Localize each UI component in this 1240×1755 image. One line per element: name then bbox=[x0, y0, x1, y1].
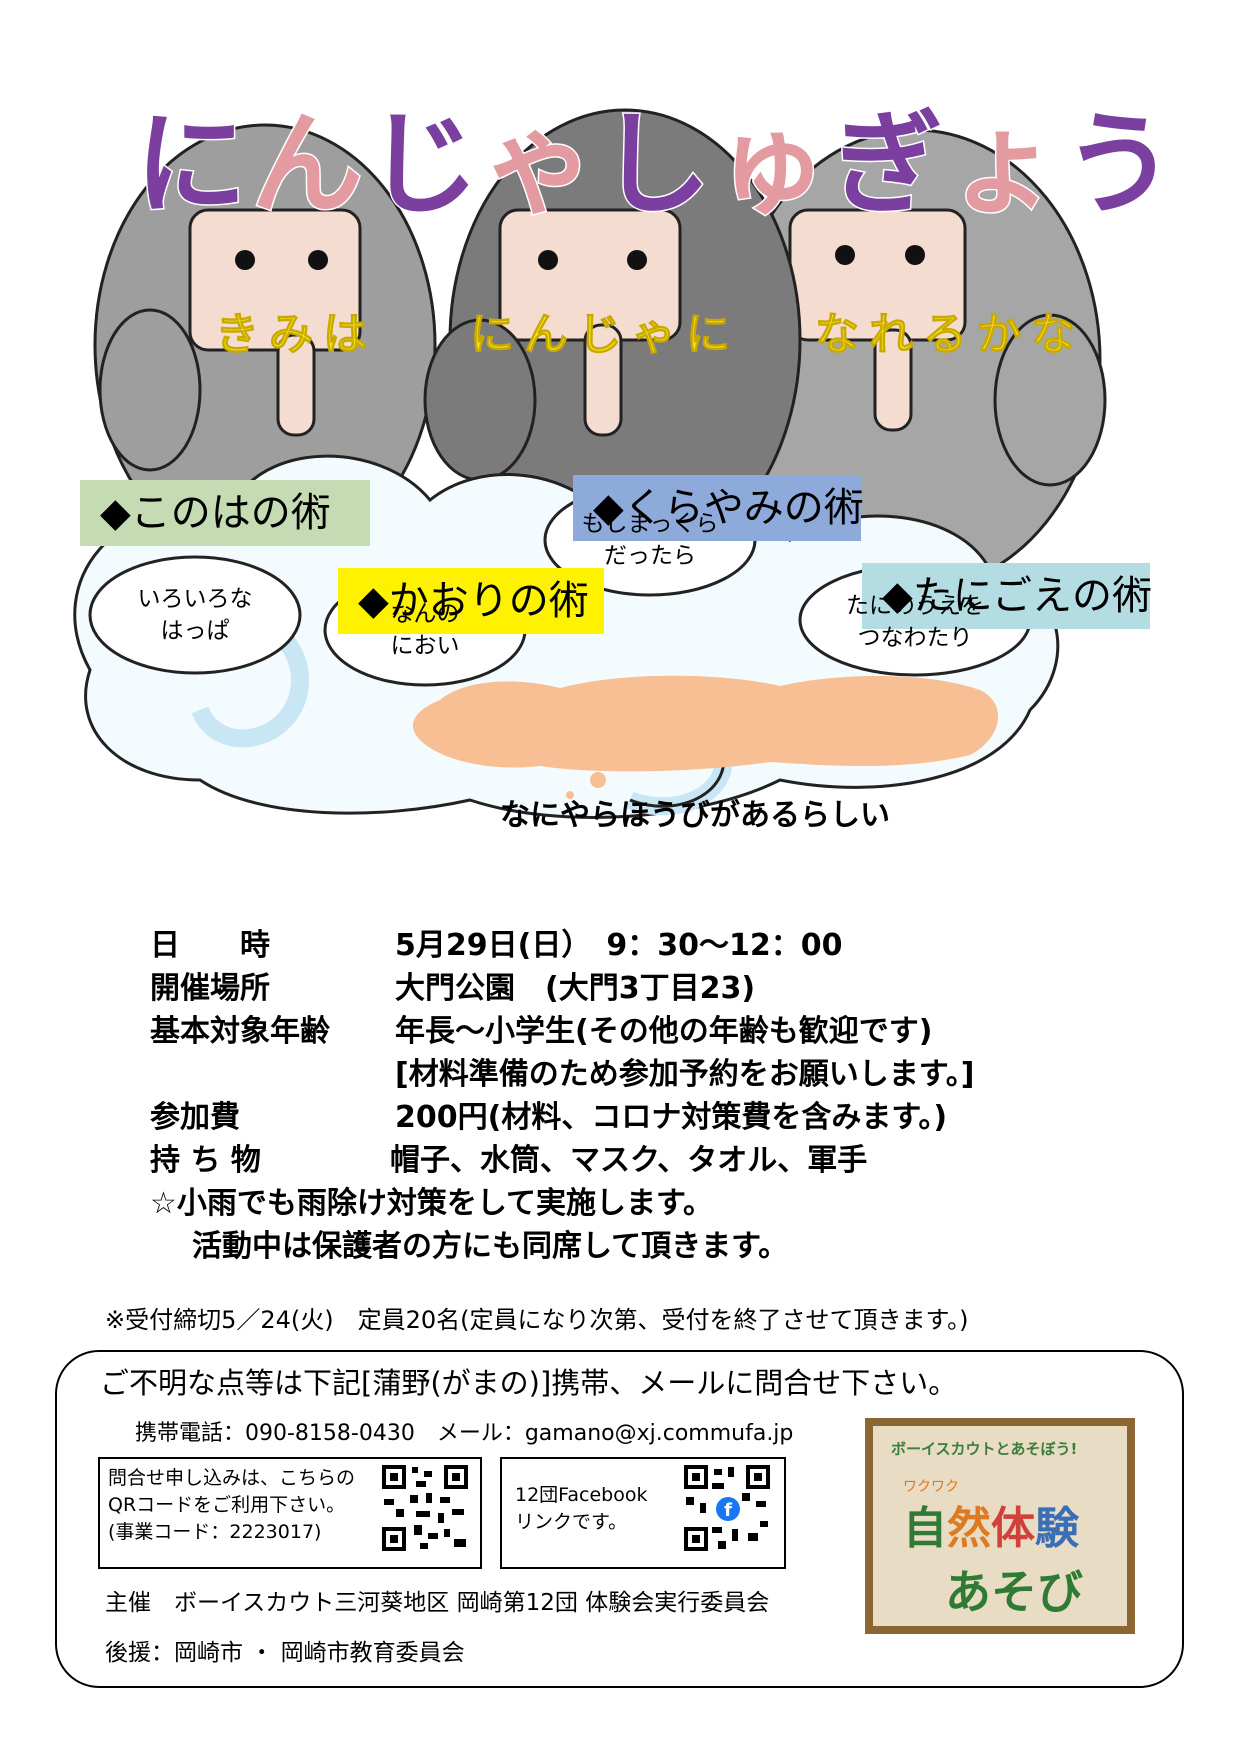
title-char: う bbox=[1062, 99, 1179, 232]
reward-cloud bbox=[412, 675, 999, 772]
title-char: ゃ bbox=[482, 99, 599, 232]
date-value: 5月29日(日） 9：30～12：00 bbox=[395, 928, 843, 963]
date-label: 日 時 bbox=[150, 928, 270, 963]
items-label: 持 ち 物 bbox=[150, 1143, 261, 1178]
contact-box bbox=[55, 1350, 1184, 1688]
deadline-note: ※受付締切5／24(火) 定員20名(定員になり次第、受付を終了させて頂きます。… bbox=[105, 1306, 969, 1334]
title-char: ゅ bbox=[714, 99, 831, 232]
logo-main-char: 然 bbox=[947, 1503, 991, 1554]
age-label: 基本対象年齢 bbox=[150, 1014, 330, 1049]
technique-tanigoe: ◆たにごえの術 bbox=[862, 563, 1152, 629]
logo-small-text: ワクワク bbox=[903, 1479, 959, 1495]
svg-text:f: f bbox=[724, 1500, 732, 1521]
middle-ninja bbox=[423, 108, 802, 572]
place-label: 開催場所 bbox=[150, 971, 270, 1006]
rain-note: ☆小雨でも雨除け対策をして実施します。 bbox=[150, 1186, 713, 1221]
qr-box-inquiry bbox=[98, 1457, 482, 1569]
title-char: じ bbox=[366, 99, 483, 232]
technique-konoha: ◆このはの術 bbox=[80, 480, 370, 546]
nature-play-logo: ボーイスカウトとあそぼう! ワクワク 自然体験 あそび bbox=[865, 1418, 1135, 1634]
logo-main-char: 体 bbox=[991, 1503, 1035, 1554]
title-char: ん bbox=[250, 99, 367, 232]
qr-inquiry-line1: 問合せ申し込みは、こちらの bbox=[108, 1467, 356, 1489]
logo-main-char: 自 bbox=[903, 1503, 947, 1554]
left-ninja bbox=[93, 123, 437, 567]
qr-facebook-text: 12団Facebook リンクです。 bbox=[515, 1482, 647, 1536]
qr-box-facebook bbox=[500, 1457, 786, 1569]
contact-heading: ご不明な点等は下記[蒲野(がまの)]携帯、メールに問合せ下さい。 bbox=[100, 1366, 958, 1400]
subtitle-part2: にんじゃに bbox=[470, 309, 740, 361]
organizer-text: 主催 ボーイスカウト三河葵地区 岡崎第12団 体験会実行委員会 bbox=[105, 1590, 770, 1616]
fee-value: 200円(材料、コロナ対策費を含みます。) bbox=[395, 1100, 948, 1135]
title-char: ぎ bbox=[830, 99, 947, 232]
logo-main-text: 自然体験 bbox=[903, 1492, 1079, 1556]
bubble-kurayami-line2: だったら bbox=[604, 543, 696, 569]
items-value: 帽子、水筒、マスク、タオル、軍手 bbox=[390, 1143, 868, 1178]
bubble-tanigoe-line1: たにのうえを bbox=[846, 593, 984, 619]
qr-inquiry-line3: (事業コード：2223017) bbox=[108, 1521, 322, 1543]
bubble-kaori-line2: におい bbox=[390, 633, 460, 659]
logo-top-text: ボーイスカウトとあそぼう! bbox=[891, 1440, 1078, 1458]
bubble-kurayami-line1: もしまっくら bbox=[581, 511, 719, 537]
bubble-tanigoe: たにのうえを つなわたり bbox=[835, 590, 995, 654]
bubble-kurayami: もしまっくら だったら bbox=[575, 508, 725, 572]
bubble-tanigoe-line2: つなわたり bbox=[857, 625, 973, 651]
title-char: に bbox=[134, 99, 251, 232]
contact-phone-email[interactable]: 携帯電話：090-8158-0430 メール：gamano@xj.commufa… bbox=[135, 1421, 794, 1446]
technique-kaori: ◆かおりの術 bbox=[338, 568, 604, 634]
title-char: ょ bbox=[946, 99, 1063, 232]
logo-main-char: 験 bbox=[1035, 1503, 1079, 1554]
title-char: し bbox=[598, 99, 715, 232]
qr-code-facebook[interactable]: f bbox=[682, 1463, 772, 1553]
bubble-kaori: なんの におい bbox=[355, 598, 495, 662]
bubble-kaori-line1: なんの bbox=[390, 601, 460, 627]
qr-facebook-line1: 12団Facebook bbox=[515, 1484, 648, 1506]
place-value: 大門公園 (大門3丁目23) bbox=[395, 971, 756, 1006]
technique-kurayami: ◆くらやみの術 bbox=[573, 475, 864, 541]
qr-facebook-line2: リンクです。 bbox=[515, 1511, 628, 1533]
guardian-note: 活動中は保護者の方にも同席して頂きます。 bbox=[192, 1229, 789, 1264]
support-text: 後援：岡崎市 ・ 岡崎市教育委員会 bbox=[105, 1640, 465, 1666]
reward-dot bbox=[590, 772, 606, 788]
bubble-konoha-line1: いろいろな bbox=[137, 586, 253, 612]
qr-code-inquiry[interactable] bbox=[380, 1463, 470, 1553]
qr-inquiry-line2: QRコードをご利用下さい。 bbox=[108, 1494, 346, 1516]
subtitle-part3: なれるかな bbox=[815, 309, 1085, 361]
reward-text: なにやらほうびがあるらしい bbox=[500, 798, 890, 833]
age-value: 年長～小学生(その他の年齢も歓迎です) bbox=[395, 1014, 933, 1049]
subtitle-part1: きみは bbox=[215, 309, 377, 361]
age-note: [材料準備のため参加予約をお願いします。] bbox=[395, 1057, 975, 1092]
reward-dot-small bbox=[566, 791, 574, 799]
logo-bottom-text: あそび bbox=[945, 1565, 1083, 1619]
bubble-konoha-line2: はっぱ bbox=[160, 618, 230, 644]
fee-label: 参加費 bbox=[150, 1100, 240, 1135]
bubble-konoha: いろいろな はっぱ bbox=[125, 583, 265, 647]
facebook-icon bbox=[716, 1497, 740, 1521]
page-title: にんじゃしゅぎょう bbox=[134, 95, 1177, 235]
qr-inquiry-text: 問合せ申し込みは、こちらの QRコードをご利用下さい。 (事業コード：22230… bbox=[108, 1465, 355, 1546]
